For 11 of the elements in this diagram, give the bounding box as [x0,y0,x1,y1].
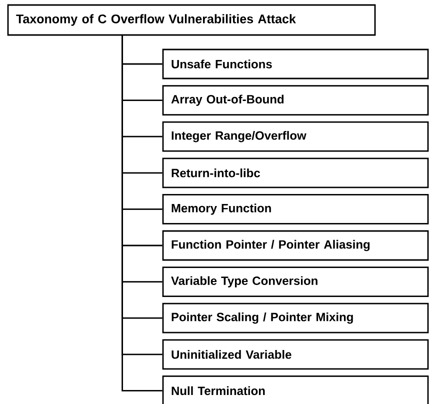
category-box: Uninitialized Variable [162,339,429,370]
root-box: Taxonomy of C Overflow Vulnerabilities Attack [7,4,376,36]
category-box: Return-into-libc [162,158,429,188]
category-box: Array Out-of-Bound [162,85,429,116]
category-box: Variable Type Conversion [162,266,429,297]
category-box: Integer Range/Overflow [162,121,429,152]
category-box: Function Pointer / Pointer Aliasing [162,230,429,261]
category-box: Memory Function [162,194,429,224]
category-box: Unsafe Functions [162,48,429,80]
category-box: Null Termination [162,376,429,404]
category-box: Pointer Scaling / Pointer Mixing [162,302,429,334]
